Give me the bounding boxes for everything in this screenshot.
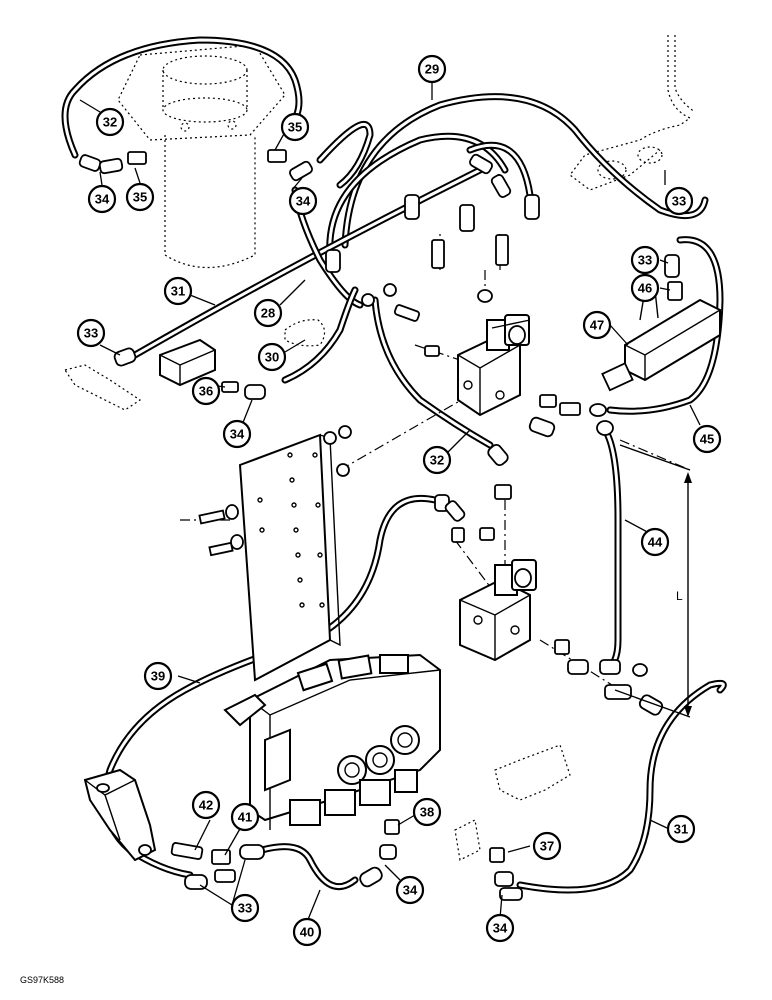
callout-34-top-center: 34 bbox=[288, 186, 318, 216]
dimension-l: L bbox=[614, 444, 692, 718]
callout-35-right: 35 bbox=[280, 112, 310, 142]
svg-text:30: 30 bbox=[265, 350, 279, 365]
svg-text:31: 31 bbox=[171, 284, 185, 299]
callout-33-bottom: 33 bbox=[230, 893, 260, 923]
callout-30: 30 bbox=[257, 342, 287, 372]
callout-44: 44 bbox=[640, 527, 670, 557]
svg-text:29: 29 bbox=[425, 62, 439, 77]
callout-46: 46 bbox=[630, 273, 660, 303]
svg-text:33: 33 bbox=[238, 901, 252, 916]
svg-text:35: 35 bbox=[133, 190, 147, 205]
svg-text:35: 35 bbox=[288, 120, 302, 135]
callout-38: 38 bbox=[412, 797, 442, 827]
bottom-left-solenoid-block bbox=[83, 768, 157, 862]
right-valve-block-47 bbox=[601, 289, 721, 392]
callout-39: 39 bbox=[143, 661, 173, 691]
svg-text:31: 31 bbox=[674, 822, 688, 837]
lower-solenoid-valve bbox=[459, 559, 537, 662]
main-control-valve bbox=[223, 653, 441, 830]
svg-text:46: 46 bbox=[638, 281, 652, 296]
upper-solenoid-valve bbox=[457, 314, 531, 417]
svg-text:32: 32 bbox=[103, 115, 117, 130]
callout-40: 40 bbox=[292, 917, 322, 947]
svg-text:34: 34 bbox=[403, 883, 418, 898]
callout-37: 37 bbox=[532, 831, 562, 861]
callout-32-mid: 32 bbox=[422, 445, 452, 475]
svg-text:41: 41 bbox=[238, 810, 252, 825]
svg-text:36: 36 bbox=[199, 384, 213, 399]
callout-34-top-left: 34 bbox=[87, 184, 117, 214]
callout-35-left: 35 bbox=[125, 182, 155, 212]
svg-text:44: 44 bbox=[648, 535, 663, 550]
svg-text:45: 45 bbox=[700, 432, 714, 447]
leader-lines bbox=[79, 82, 701, 923]
svg-text:32: 32 bbox=[430, 453, 444, 468]
callout-29: 29 bbox=[417, 54, 447, 84]
svg-text:47: 47 bbox=[590, 318, 604, 333]
left-small-block bbox=[159, 338, 216, 387]
callout-41: 41 bbox=[230, 802, 260, 832]
svg-text:33: 33 bbox=[84, 326, 98, 341]
callout-33-top-right: 33 bbox=[664, 186, 694, 216]
svg-text:34: 34 bbox=[493, 921, 508, 936]
figure-code: GS97K588 bbox=[20, 975, 64, 985]
callout-45: 45 bbox=[692, 424, 722, 454]
callout-28: 28 bbox=[253, 298, 283, 328]
phantom-bracket bbox=[569, 35, 696, 191]
svg-text:40: 40 bbox=[300, 925, 314, 940]
callout-31-bottom: 31 bbox=[666, 814, 696, 844]
svg-text:33: 33 bbox=[672, 194, 686, 209]
svg-text:34: 34 bbox=[95, 192, 110, 207]
svg-text:37: 37 bbox=[540, 839, 554, 854]
fittings bbox=[78, 149, 683, 901]
callout-34-bottom-center: 34 bbox=[395, 875, 425, 905]
callout-34-bottom-right: 34 bbox=[485, 913, 515, 943]
svg-text:39: 39 bbox=[151, 669, 165, 684]
svg-text:42: 42 bbox=[199, 798, 213, 813]
svg-text:28: 28 bbox=[261, 306, 275, 321]
svg-text:34: 34 bbox=[296, 194, 311, 209]
svg-text:34: 34 bbox=[230, 427, 245, 442]
callout-36: 36 bbox=[191, 376, 221, 406]
svg-text:38: 38 bbox=[420, 805, 434, 820]
callout-33-left: 33 bbox=[76, 318, 106, 348]
callout-32-top: 32 bbox=[95, 107, 125, 137]
callout-34-mid-left: 34 bbox=[222, 419, 252, 449]
callout-group: 32 34 35 35 34 29 33 31 28 30 33 36 34 3… bbox=[76, 54, 722, 947]
dimension-label: L bbox=[676, 589, 683, 603]
mounting-plate bbox=[198, 425, 352, 682]
callout-31-top: 31 bbox=[163, 276, 193, 306]
svg-text:33: 33 bbox=[638, 253, 652, 268]
callout-47: 47 bbox=[582, 310, 612, 340]
callout-42: 42 bbox=[191, 790, 221, 820]
callout-33-right: 33 bbox=[630, 245, 660, 275]
